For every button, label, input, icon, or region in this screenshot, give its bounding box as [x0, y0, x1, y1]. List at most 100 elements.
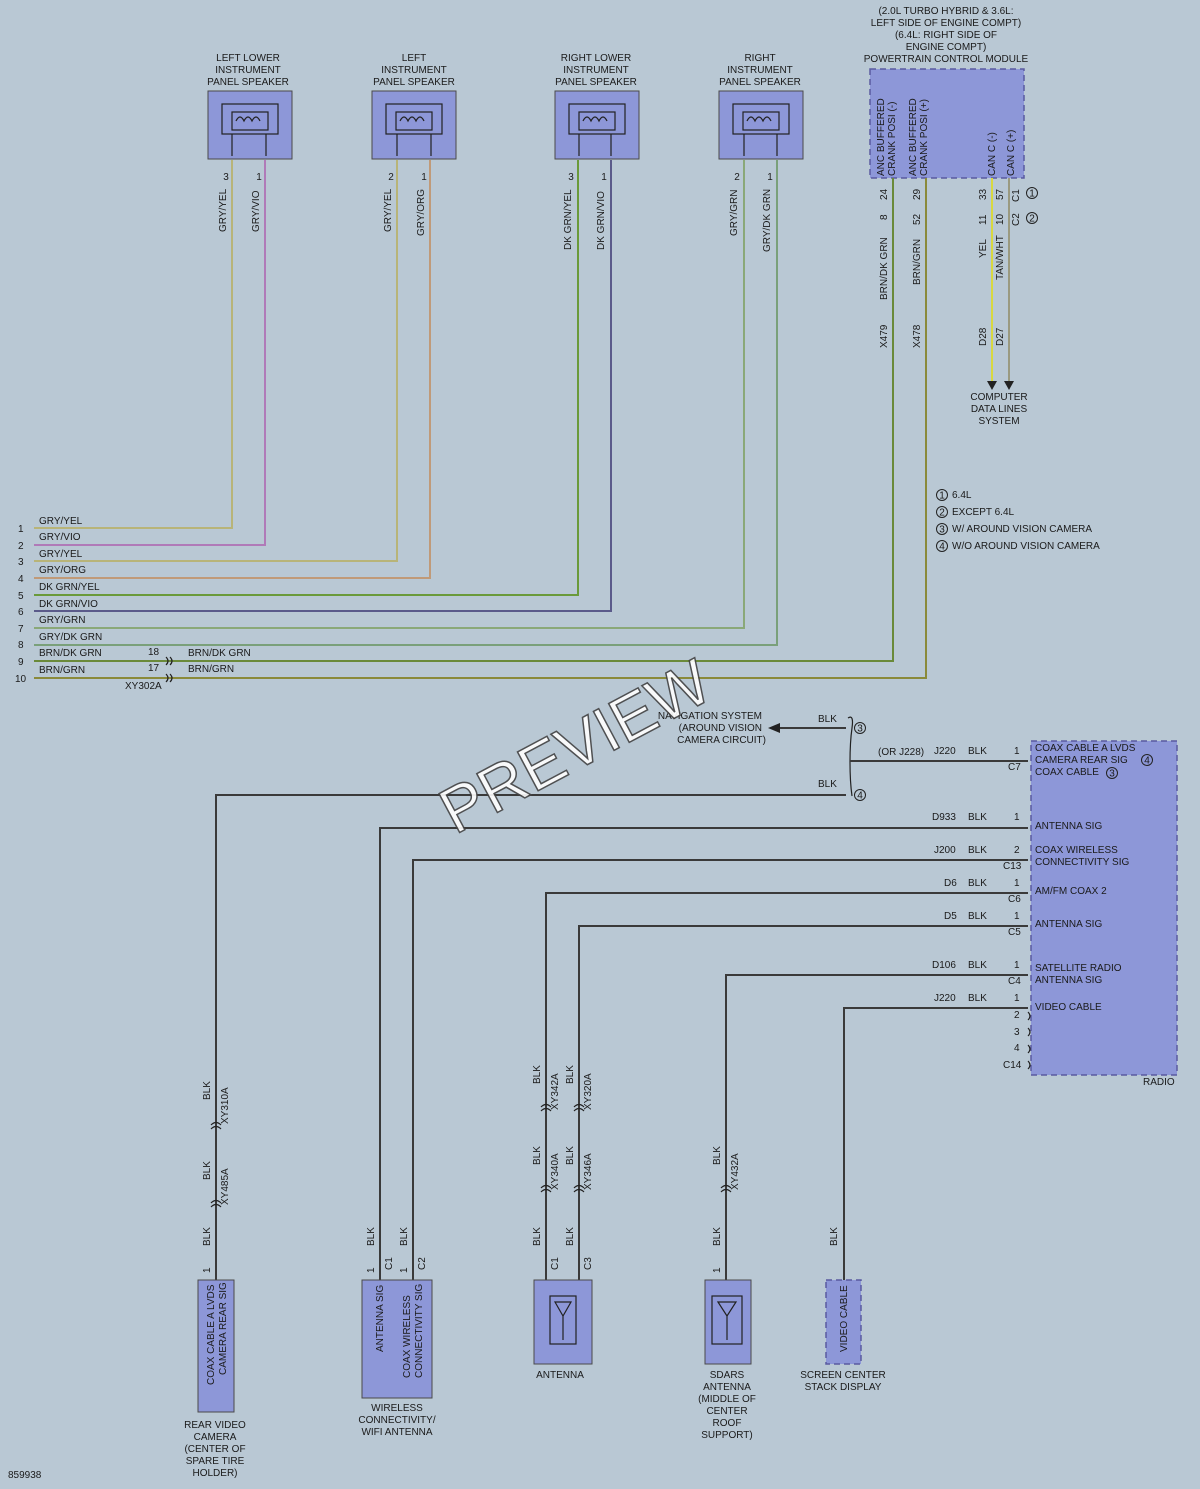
legend: 1 6.4L 2 EXCEPT 6.4L 3 W/ AROUND VISION … [936, 489, 1100, 553]
pin-number: 1 [399, 1267, 410, 1273]
alt-circuit: (OR J228) [878, 747, 924, 758]
speaker-right: RIGHT INSTRUMENT PANEL SPEAKER 2 1 GRY/G… [34, 53, 804, 646]
component-label: CENTER [706, 1406, 747, 1417]
pcm-pin-label: ANC BUFFERED [876, 98, 887, 176]
note-ref: 1 [1029, 189, 1035, 200]
wire-label: YEL [978, 239, 989, 258]
splice-id: XY485A [220, 1168, 231, 1205]
wire-label: DK GRN/VIO [596, 191, 607, 250]
radio-pin-label: ANTENNA SIG [1035, 919, 1102, 930]
pin-label: CAMERA REAR SIG [218, 1282, 229, 1375]
legend-item: 6.4L [952, 490, 972, 501]
component-label: SDARS [710, 1370, 745, 1381]
note-ref: 3 [939, 525, 945, 536]
component-label: WIRELESS [371, 1403, 423, 1414]
nav-label: (AROUND VISION [679, 723, 762, 734]
note-ref: 2 [939, 508, 945, 519]
wire-number: 6 [18, 607, 24, 618]
wire-label: BLK [202, 1161, 213, 1180]
pin-number: 24 [879, 188, 890, 200]
wire-label: GRY/YEL [39, 516, 83, 527]
splice-id: XY346A [583, 1153, 594, 1190]
component-label: (CENTER OF [184, 1444, 245, 1455]
dest-label: COMPUTER [970, 392, 1027, 403]
screen-center-stack-display: BLK VIDEO CABLE SCREEN CENTER STACK DISP… [800, 1227, 886, 1393]
component-label: SCREEN CENTER [800, 1370, 886, 1381]
radio: COAX CABLE A LVDS CAMERA REAR SIG COAX C… [379, 740, 1178, 1285]
pin-number: 2 [388, 172, 394, 183]
wire [34, 160, 233, 529]
wire-label: BLK [818, 779, 837, 790]
speaker-title: RIGHT [744, 53, 775, 64]
note-ref: 3 [857, 724, 863, 735]
speaker-title: INSTRUMENT [381, 65, 447, 76]
pin-number: 1 [601, 172, 607, 183]
connector-id: C4 [1008, 976, 1021, 987]
speaker-icon [732, 103, 790, 156]
radio-pin-label: COAX CABLE A LVDS [1035, 743, 1136, 754]
component-label: HOLDER) [192, 1468, 237, 1479]
pcm-title: POWERTRAIN CONTROL MODULE [864, 54, 1029, 65]
note-ref: 2 [1029, 214, 1035, 225]
wire-label: BRN/GRN [912, 239, 923, 285]
pin-number: 2 [734, 172, 740, 183]
legend-item: EXCEPT 6.4L [952, 507, 1015, 518]
wire [34, 178, 894, 662]
wire-label: BLK [202, 1227, 213, 1246]
pcm-pin-label: CRANK POSI (+) [919, 99, 930, 176]
wire-label: BLK [532, 1065, 543, 1084]
wire-label: BLK [565, 1065, 576, 1084]
connector-id: C5 [1008, 927, 1021, 938]
left-wire-bundle: 1 GRY/YEL 2 GRY/VIO 3 GRY/YEL 4 GRY/ORG … [15, 516, 251, 692]
circuit-id: D106 [932, 960, 956, 971]
splice-id: XY310A [220, 1087, 231, 1124]
wire-number: 2 [18, 541, 24, 552]
circuit-id: X479 [879, 324, 890, 348]
circuit-id: J220 [934, 993, 956, 1004]
pin-number: 1 [421, 172, 427, 183]
wire-label: GRY/DK GRN [39, 632, 102, 643]
speaker-title: INSTRUMENT [563, 65, 629, 76]
pin-label: CONNECTIVITY SIG [414, 1284, 425, 1378]
powertrain-control-module: (2.0L TURBO HYBRID & 3.6L: LEFT SIDE OF … [34, 6, 1038, 679]
wire-number: 3 [18, 557, 24, 568]
pin-number: 1 [767, 172, 773, 183]
pin-label: COAX WIRELESS [402, 1295, 413, 1378]
note-ref: 4 [1144, 756, 1150, 767]
pin-number: 33 [978, 188, 989, 200]
component-label: REAR VIDEO [184, 1420, 246, 1431]
note-ref: 1 [939, 491, 945, 502]
radio-title: RADIO [1143, 1077, 1175, 1088]
speaker-title: PANEL SPEAKER [207, 77, 289, 88]
wire [34, 160, 266, 546]
wire [34, 160, 579, 596]
wire-label: GRY/YEL [39, 549, 83, 560]
speaker-left: LEFT INSTRUMENT PANEL SPEAKER 2 1 GRY/YE… [34, 53, 457, 579]
speaker-icon [221, 103, 279, 156]
figure-id: 859938 [8, 1470, 42, 1481]
wire-label: BLK [829, 1227, 840, 1246]
pin-number: 1 [1014, 878, 1020, 889]
connector-id: C1 [384, 1257, 395, 1270]
wire [34, 160, 398, 562]
wire-label: BLK [968, 746, 987, 757]
wire [34, 178, 927, 679]
component-label: STACK DISPLAY [805, 1382, 882, 1393]
pin-number: 3 [1014, 1027, 1020, 1038]
component-label: SUPPORT) [701, 1430, 753, 1441]
pin-number: 1 [202, 1267, 213, 1273]
circuit-id: X478 [912, 324, 923, 348]
legend-item: W/ AROUND VISION CAMERA [952, 524, 1092, 535]
wire-label: BRN/GRN [188, 664, 234, 675]
component-label: ROOF [713, 1418, 742, 1429]
navigation-branch: NAVIGATION SYSTEM (AROUND VISION CAMERA … [215, 711, 1028, 1285]
radio-pin-label: VIDEO CABLE [1035, 1002, 1102, 1013]
pin-number: 1 [712, 1267, 723, 1273]
splice-markers [210, 1103, 732, 1208]
circuit-id: J200 [934, 845, 956, 856]
speaker-title: LEFT LOWER [216, 53, 280, 64]
wire-label: BLK [532, 1227, 543, 1246]
connector-id: C6 [1008, 894, 1021, 905]
wire-number: 8 [18, 640, 24, 651]
wire-label: BLK [532, 1146, 543, 1165]
